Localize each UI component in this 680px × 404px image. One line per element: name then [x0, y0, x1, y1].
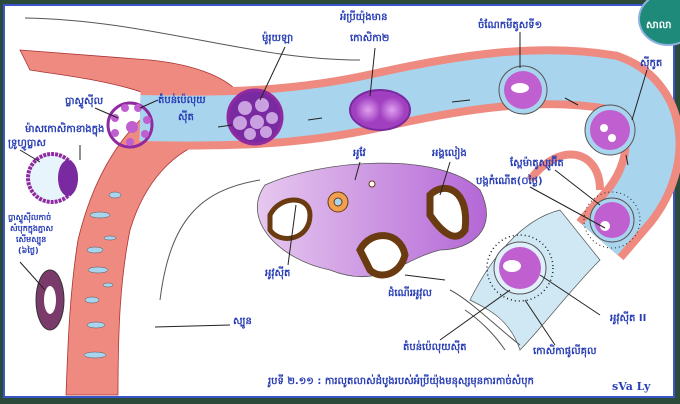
blastocyst [106, 101, 154, 149]
label-ovary: អូវែ [353, 148, 366, 159]
endometrial-glands [83, 191, 122, 359]
direction-arrows [217, 97, 629, 281]
fertilized-oocyte [583, 191, 641, 249]
label-spermatozoid: ស្ពែម៉ាតូស្សូអ៊ីត [510, 158, 564, 169]
publisher-logo: សាលា [638, 0, 680, 46]
oocyte-ii [486, 234, 554, 302]
zygote [584, 104, 636, 156]
label-implanted-4: (៦ថ្ងៃ) [18, 246, 39, 255]
two-cell-embryo [349, 89, 411, 131]
logo-text: សាលា [646, 20, 672, 31]
fimbria [449, 289, 521, 351]
label-uterus: ស្បូន [233, 316, 252, 327]
label-follicle-cells: កោសិកាផូលីគុល [533, 346, 597, 357]
label-zona-pellucida-bottom: តំបន់ប៉េលុយស៊ីត [403, 342, 467, 353]
label-trophoblast: ទ្រូហ្វូប្លាស [8, 138, 46, 149]
label-blastocyst: ប្លាស្ទូស៊ីល [65, 96, 104, 107]
label-oocyte: អូវុស៊ីត [265, 268, 291, 279]
label-oocyte-ii: អូវុស៊ីត II [610, 313, 647, 324]
label-zona-pellucida-top-1: តំបន់ប៉េលុយ [158, 95, 206, 106]
label-zygote: ស៊ីកូត [640, 58, 663, 69]
morula [226, 88, 284, 146]
label-fertilization: បង្កកំណើត(០ថ្ងៃ) [476, 176, 543, 187]
peritoneum-line [159, 179, 261, 301]
early-blastocyst [26, 152, 78, 204]
label-two-cell-embryo-1: អំប្រីយ៉ុងមាន [340, 12, 388, 23]
label-corpus-luteum: អង្គលៀង [432, 148, 467, 159]
label-implanted-2: សំបុកក្នុងភ្នាស [10, 224, 54, 233]
leader-lines [19, 32, 648, 346]
outer-contour [24, 17, 361, 61]
figure-caption: រូបទី ២.១១ : ការលូតលាស់ដំបូងរបស់អំប្រីយ៉… [268, 376, 534, 387]
first-mitosis-cell [498, 65, 548, 115]
label-zona-pellucida-top-2: ស៊ីត [178, 112, 194, 123]
implanted-blastocyst [35, 269, 65, 331]
label-inner-cell-mass: ម៉ាសកោសិកាខាងក្នុង [25, 124, 105, 135]
follicles [267, 180, 470, 279]
label-ovulation: ដំណើរអូវុល [388, 288, 432, 299]
oviduct-inner-wall [526, 150, 604, 191]
label-implanted-1: ប្លាស្ទូស៊ីលកាច់ [8, 213, 52, 222]
author-signature: sVa Ly [612, 380, 651, 393]
label-morula: ម៉ូរុយឡា [262, 33, 294, 44]
label-first-mitosis: ចំណែកមីតូសទី១ [478, 20, 543, 31]
label-implanted-3: សើមស្បូន [16, 235, 47, 244]
label-two-cell-embryo-2: កោសិកា២ [350, 33, 390, 44]
